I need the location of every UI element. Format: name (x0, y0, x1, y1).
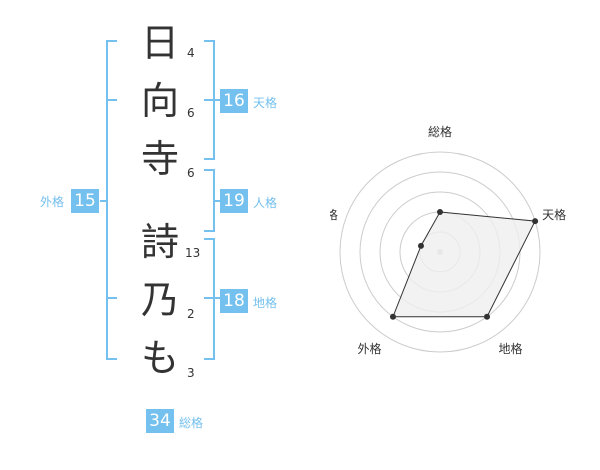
stroke-count-4: 13 (185, 246, 201, 260)
name-char-4: 詩 (140, 220, 179, 264)
radar-area (392, 211, 536, 318)
radar-point-総格 (437, 209, 443, 215)
soukaku-label: 総格 (179, 416, 204, 430)
tenkaku-label: 天格 (253, 96, 278, 110)
jinkaku-label: 人格 (253, 196, 278, 210)
stroke-count-2: 6 (187, 106, 195, 120)
stroke-count-5: 2 (187, 307, 195, 321)
radar-label-4: 人格 (330, 207, 338, 222)
name-char-5: 乃 (140, 278, 179, 322)
name-char-1: 日 (140, 21, 179, 65)
jinkaku-badge: 19 (220, 189, 248, 213)
radar-label-0: 総格 (428, 124, 452, 139)
name-char-6: も (140, 336, 179, 380)
jinkaku-bracket (204, 169, 215, 232)
chikaku-label: 地格 (253, 296, 278, 310)
name-char-3: 寺 (140, 137, 179, 181)
radar-point-人格 (417, 242, 424, 249)
name-char-2: 向 (140, 79, 179, 123)
stroke-count-6: 3 (187, 366, 195, 380)
radar-point-外格 (389, 313, 396, 320)
gaikaku-label: 外格 (40, 195, 65, 209)
soukaku-badge: 34 (146, 409, 174, 433)
chikaku-badge: 18 (220, 289, 248, 313)
radar-label-1: 天格 (542, 207, 566, 222)
gaikaku-badge: 15 (71, 189, 99, 213)
radar-label-3: 外格 (357, 341, 381, 356)
radar-ring-5 (339, 151, 541, 353)
radar-point-地格 (484, 313, 491, 320)
gaikaku-bracket (106, 40, 117, 360)
radar-point-天格 (532, 218, 539, 225)
radar-points (389, 209, 539, 320)
radar-label-2: 地格 (499, 341, 523, 356)
tenkaku-badge: 16 (220, 89, 248, 113)
stroke-count-3: 6 (187, 166, 195, 180)
stroke-count-1: 4 (187, 46, 195, 60)
